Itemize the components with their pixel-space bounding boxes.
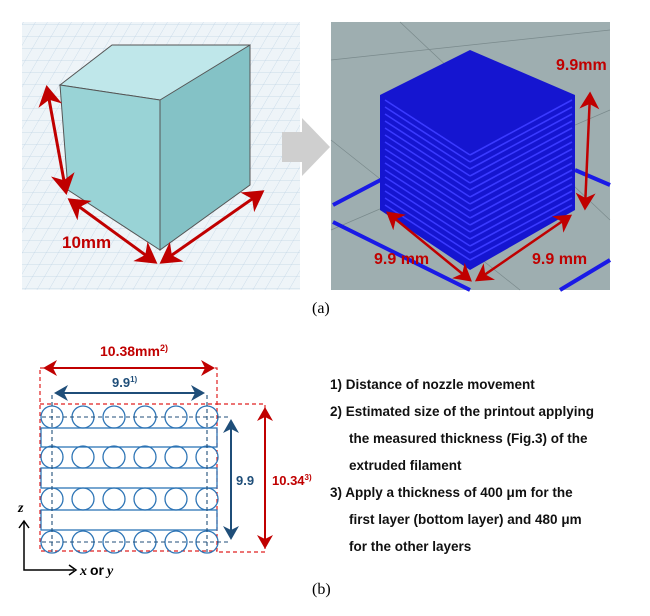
lattice-strand [469, 141, 573, 198]
filament-cross-section [133, 445, 157, 469]
printed-model-panel: 9.9mm 9.9 mm 9.9 mm [330, 21, 612, 292]
lattice-strand [384, 148, 471, 205]
note-2: 2) Estimated size of the printout applyi… [330, 404, 595, 419]
filament-cross-section [102, 445, 126, 469]
caption-a: (a) [312, 300, 330, 317]
axis-arrows [23, 522, 74, 571]
lattice-strand [384, 155, 471, 212]
right-arrow-icon [282, 118, 330, 176]
lattice-strand [384, 106, 471, 163]
filament-layer [40, 509, 218, 531]
cad-dimension-label: 10mm [62, 233, 112, 252]
outer-bound-box [39, 367, 218, 552]
note-2-cont: extruded filament [349, 458, 462, 473]
height-arrow [38, 85, 75, 195]
filament-cross-section [195, 445, 219, 469]
filament-cross-section [133, 405, 157, 429]
lattice-strand [384, 162, 471, 219]
filament-cross-section [71, 487, 95, 511]
lattice-strand [469, 127, 573, 184]
filament-layer [40, 427, 218, 448]
lattice-strand [384, 134, 471, 191]
filament-cross-section [71, 405, 95, 429]
lattice-strand [469, 155, 573, 212]
lattice-strand [469, 162, 573, 219]
lattice-strand [384, 113, 471, 170]
cad-cube-panel [22, 22, 300, 290]
note-3: 3) Apply a thickness of 400 μm for the [330, 485, 573, 500]
printed-right-width-label: 9.9 mm [532, 251, 587, 268]
lattice-strand [384, 127, 471, 184]
depth-arrow [67, 198, 158, 264]
note-3-cont: first layer (bottom layer) and 480 μm [349, 512, 582, 527]
note-2-cont: the measured thickness (Fig.3) of the [349, 431, 588, 446]
filament-cross-section [40, 445, 64, 469]
lattice-strand [469, 148, 573, 205]
lattice-strand [384, 141, 471, 198]
lattice-strand [469, 106, 573, 163]
lattice-strand [469, 99, 573, 156]
lattice-strand [469, 134, 573, 191]
outer-height-label: 10.343) [272, 473, 312, 488]
filament-cross-section [164, 445, 188, 469]
filament-cross-section [71, 445, 95, 469]
lattice-strand [469, 120, 573, 177]
filament-cross-section [71, 530, 95, 554]
filament-layer [40, 467, 218, 489]
printed-height-label: 9.9mm [556, 57, 607, 74]
lattice-strand [469, 113, 573, 170]
filament-cross-section [164, 487, 188, 511]
lattice-strand [384, 99, 471, 156]
inner-height-label: 9.9 [236, 473, 254, 488]
printed-left-width-label: 9.9 mm [374, 251, 429, 268]
note-3-cont: for the other layers [349, 539, 472, 554]
filament-cross-section [102, 487, 126, 511]
inner-width-label: 9.91) [112, 375, 138, 390]
lattice-strand [384, 120, 471, 177]
caption-b: (b) [312, 581, 331, 598]
note-1: 1) Distance of nozzle movement [330, 377, 535, 392]
filament-cross-section [102, 530, 126, 554]
filament-cross-section [133, 530, 157, 554]
filament-cross-section [40, 487, 64, 511]
filament-cross-section [133, 487, 157, 511]
outer-width-label: 10.38mm2) [100, 343, 168, 359]
z-axis-label: z [17, 501, 24, 516]
filament-cross-section [195, 487, 219, 511]
width-arrow [159, 190, 265, 264]
